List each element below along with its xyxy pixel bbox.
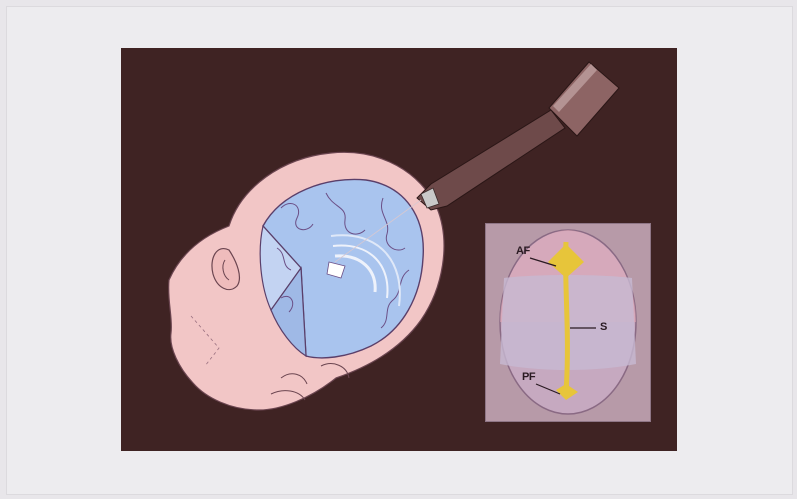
label-anterior-fontanelle: AF — [516, 245, 530, 257]
skull-diagram — [486, 224, 650, 421]
figure-panel: AF S PF — [121, 48, 677, 451]
label-sagittal-suture: S — [600, 321, 607, 333]
skull-top-view-inset: AF S PF — [485, 223, 651, 422]
label-posterior-fontanelle: PF — [522, 371, 535, 383]
